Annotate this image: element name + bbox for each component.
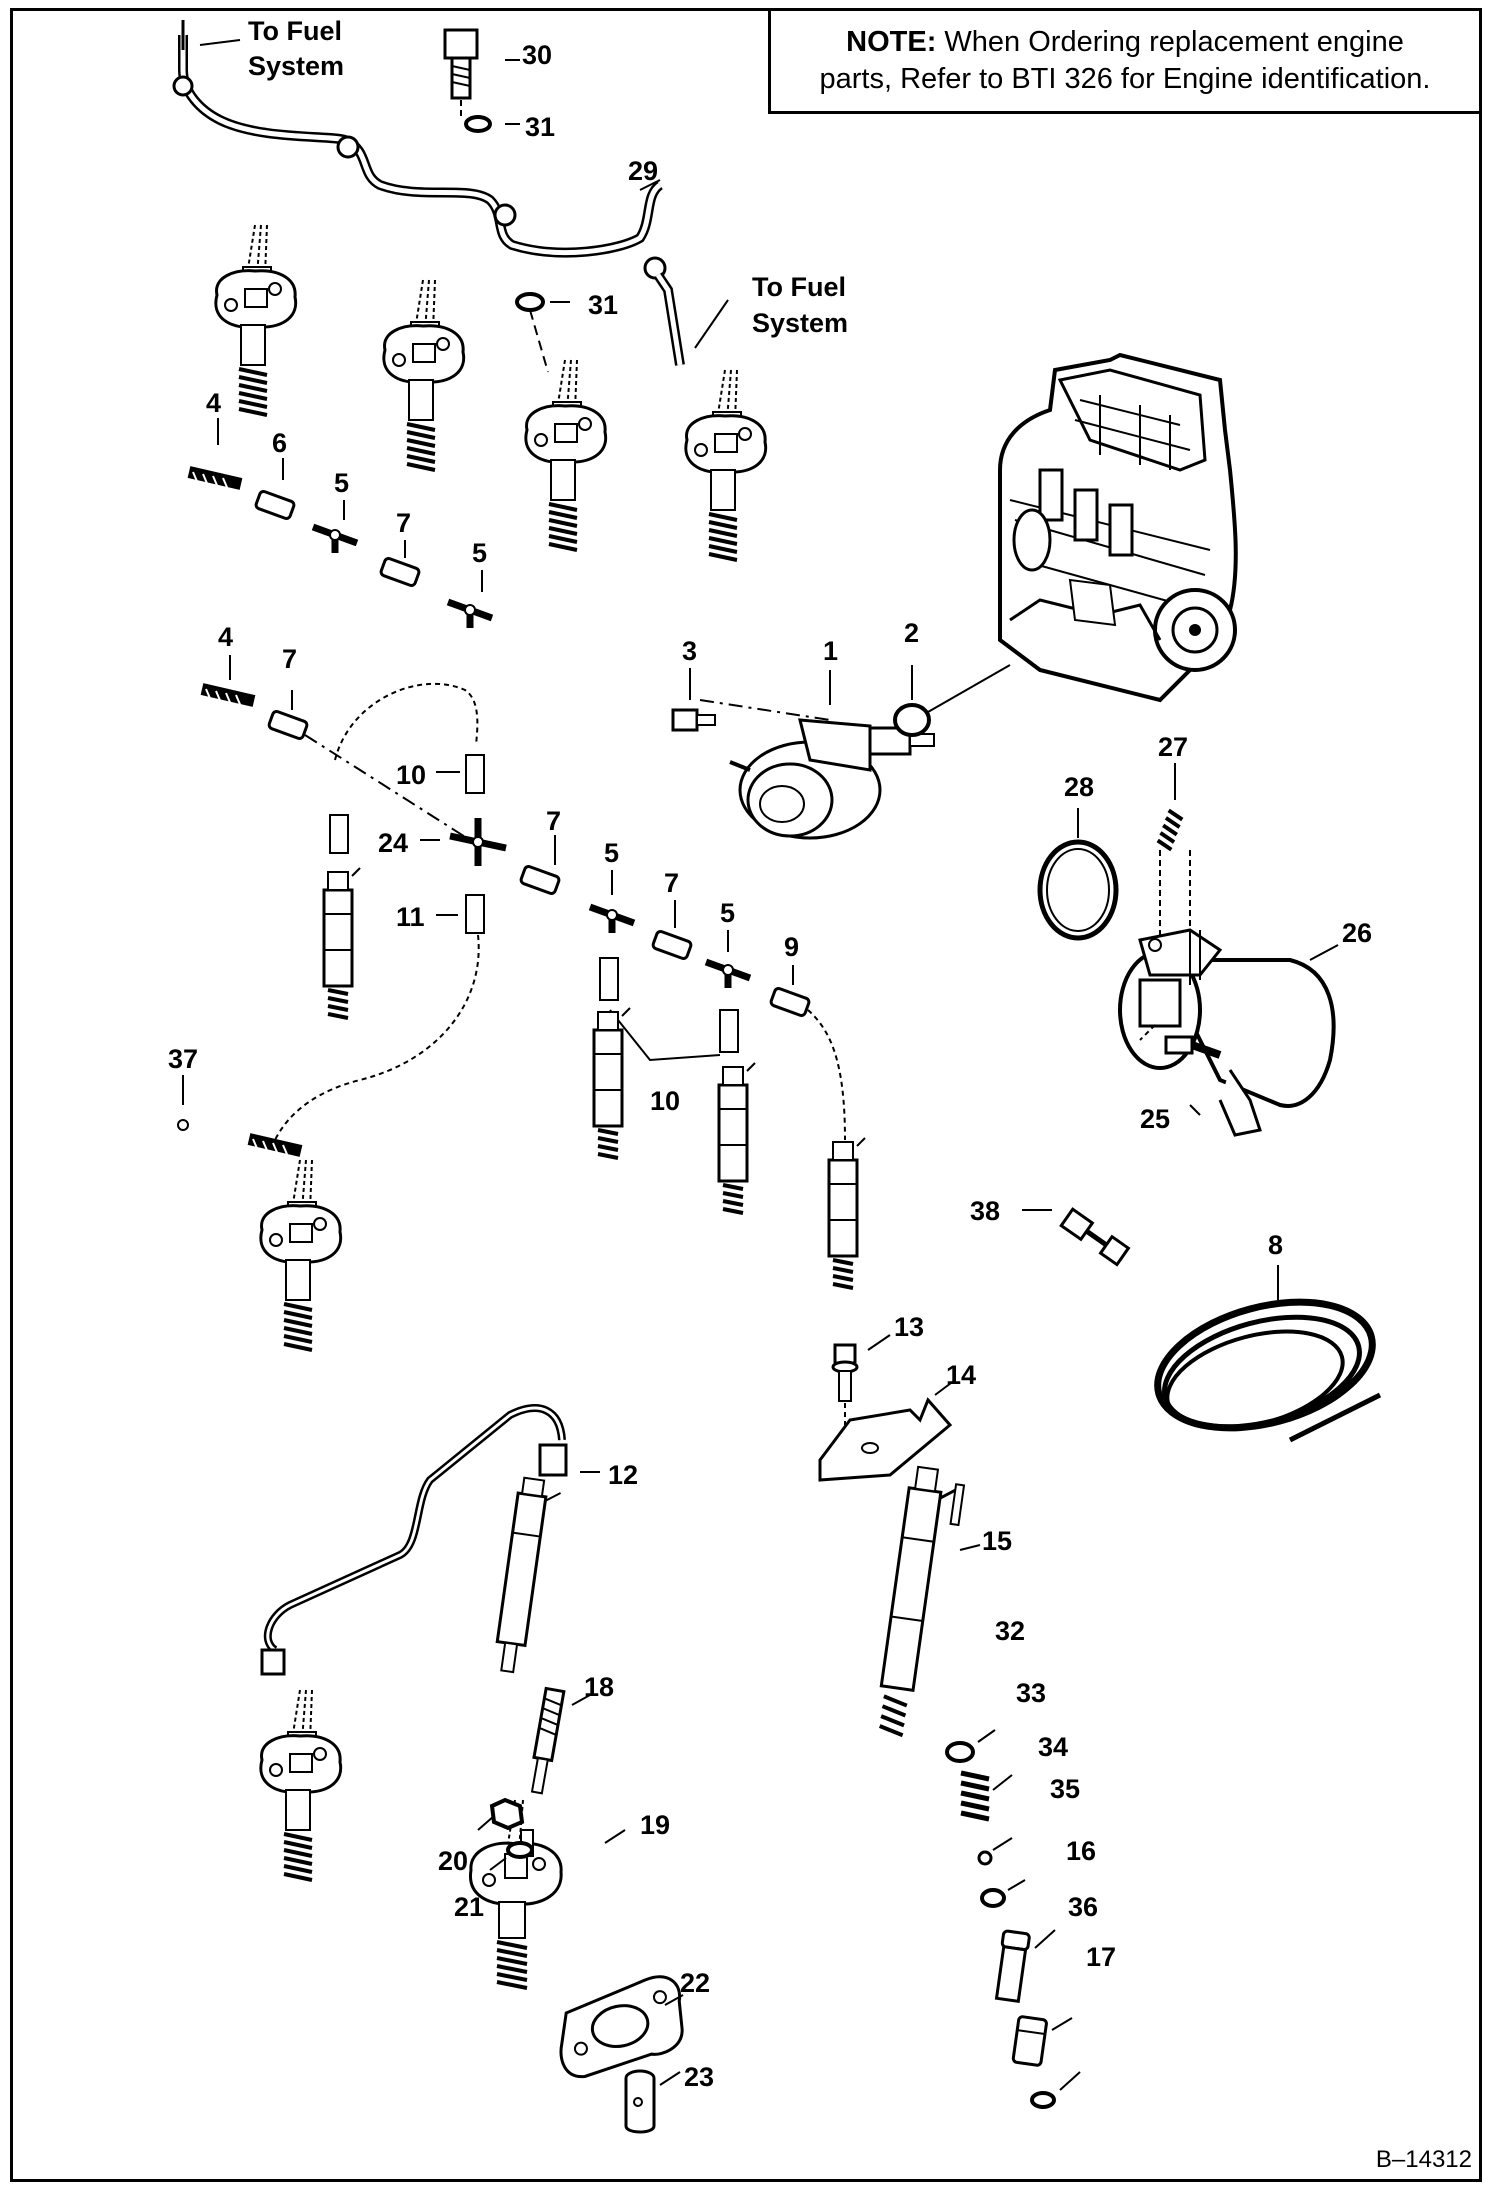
callout-37: 37 (168, 1044, 198, 1074)
callout-5: 5 (720, 898, 735, 928)
drawing-number: B–14312 (1375, 2146, 1472, 2173)
callout-18: 18 (584, 1672, 614, 1702)
callout-24: 24 (378, 828, 408, 858)
ordering-note: NOTE: When Ordering replacement engine p… (768, 8, 1482, 114)
diagram-frame (10, 8, 1482, 2182)
callout-22: 22 (680, 1968, 710, 1998)
callout-7: 7 (546, 806, 561, 836)
callout-36: 36 (1068, 1892, 1098, 1922)
fuel-system-label-top-line2: System (248, 51, 344, 81)
callout-34: 34 (1038, 1732, 1068, 1762)
fuel-system-label-top-line1: To Fuel (248, 16, 342, 46)
callout-23: 23 (684, 2062, 714, 2092)
callout-31: 31 (525, 112, 555, 142)
note-heading: NOTE: (846, 26, 937, 58)
callout-4: 4 (218, 622, 233, 652)
callout-17: 17 (1086, 1942, 1116, 1972)
callout-30: 30 (522, 40, 552, 70)
note-line-1-text: When Ordering replacement engine (936, 26, 1404, 58)
callout-35: 35 (1050, 1774, 1080, 1804)
callout-10: 10 (396, 760, 426, 790)
callout-14: 14 (946, 1360, 976, 1390)
fuel-system-label-mid-line1: To Fuel (752, 272, 846, 302)
callout-21: 21 (454, 1892, 484, 1922)
callout-3: 3 (682, 636, 697, 666)
callout-25: 25 (1140, 1104, 1170, 1134)
callout-7: 7 (396, 508, 411, 538)
callout-15: 15 (982, 1526, 1012, 1556)
hose-coil (1154, 1298, 1382, 1443)
callout-16: 16 (1066, 1836, 1096, 1866)
callout-38: 38 (970, 1196, 1000, 1226)
callout-19: 19 (640, 1810, 670, 1840)
callout-1: 1 (823, 636, 838, 666)
callout-11: 11 (396, 902, 425, 932)
note-line-1: NOTE: When Ordering replacement engine (846, 24, 1404, 61)
callout-7: 7 (282, 644, 297, 674)
callout-33: 33 (1016, 1678, 1046, 1708)
callout-5: 5 (334, 468, 349, 498)
callout-8: 8 (1268, 1230, 1283, 1260)
callout-5: 5 (472, 538, 487, 568)
callout-27: 27 (1158, 732, 1188, 762)
callout-13: 13 (894, 1312, 924, 1342)
fuel-system-label-mid-line2: System (752, 308, 848, 338)
engine-illustration (998, 352, 1238, 703)
callout-26: 26 (1342, 918, 1372, 948)
callout-5: 5 (604, 838, 619, 868)
callout-2: 2 (904, 618, 919, 648)
callout-29: 29 (628, 156, 658, 186)
callout-31: 31 (588, 290, 618, 320)
callout-28: 28 (1064, 772, 1094, 802)
callout-10: 10 (650, 1086, 680, 1116)
callout-12: 12 (608, 1460, 638, 1490)
note-line-2: parts, Refer to BTI 326 for Engine ident… (819, 63, 1431, 95)
callout-7: 7 (664, 868, 679, 898)
callout-9: 9 (784, 932, 799, 962)
callout-32: 32 (995, 1616, 1025, 1646)
callout-6: 6 (272, 428, 287, 458)
callout-20: 20 (438, 1846, 468, 1876)
callout-4: 4 (206, 388, 221, 418)
